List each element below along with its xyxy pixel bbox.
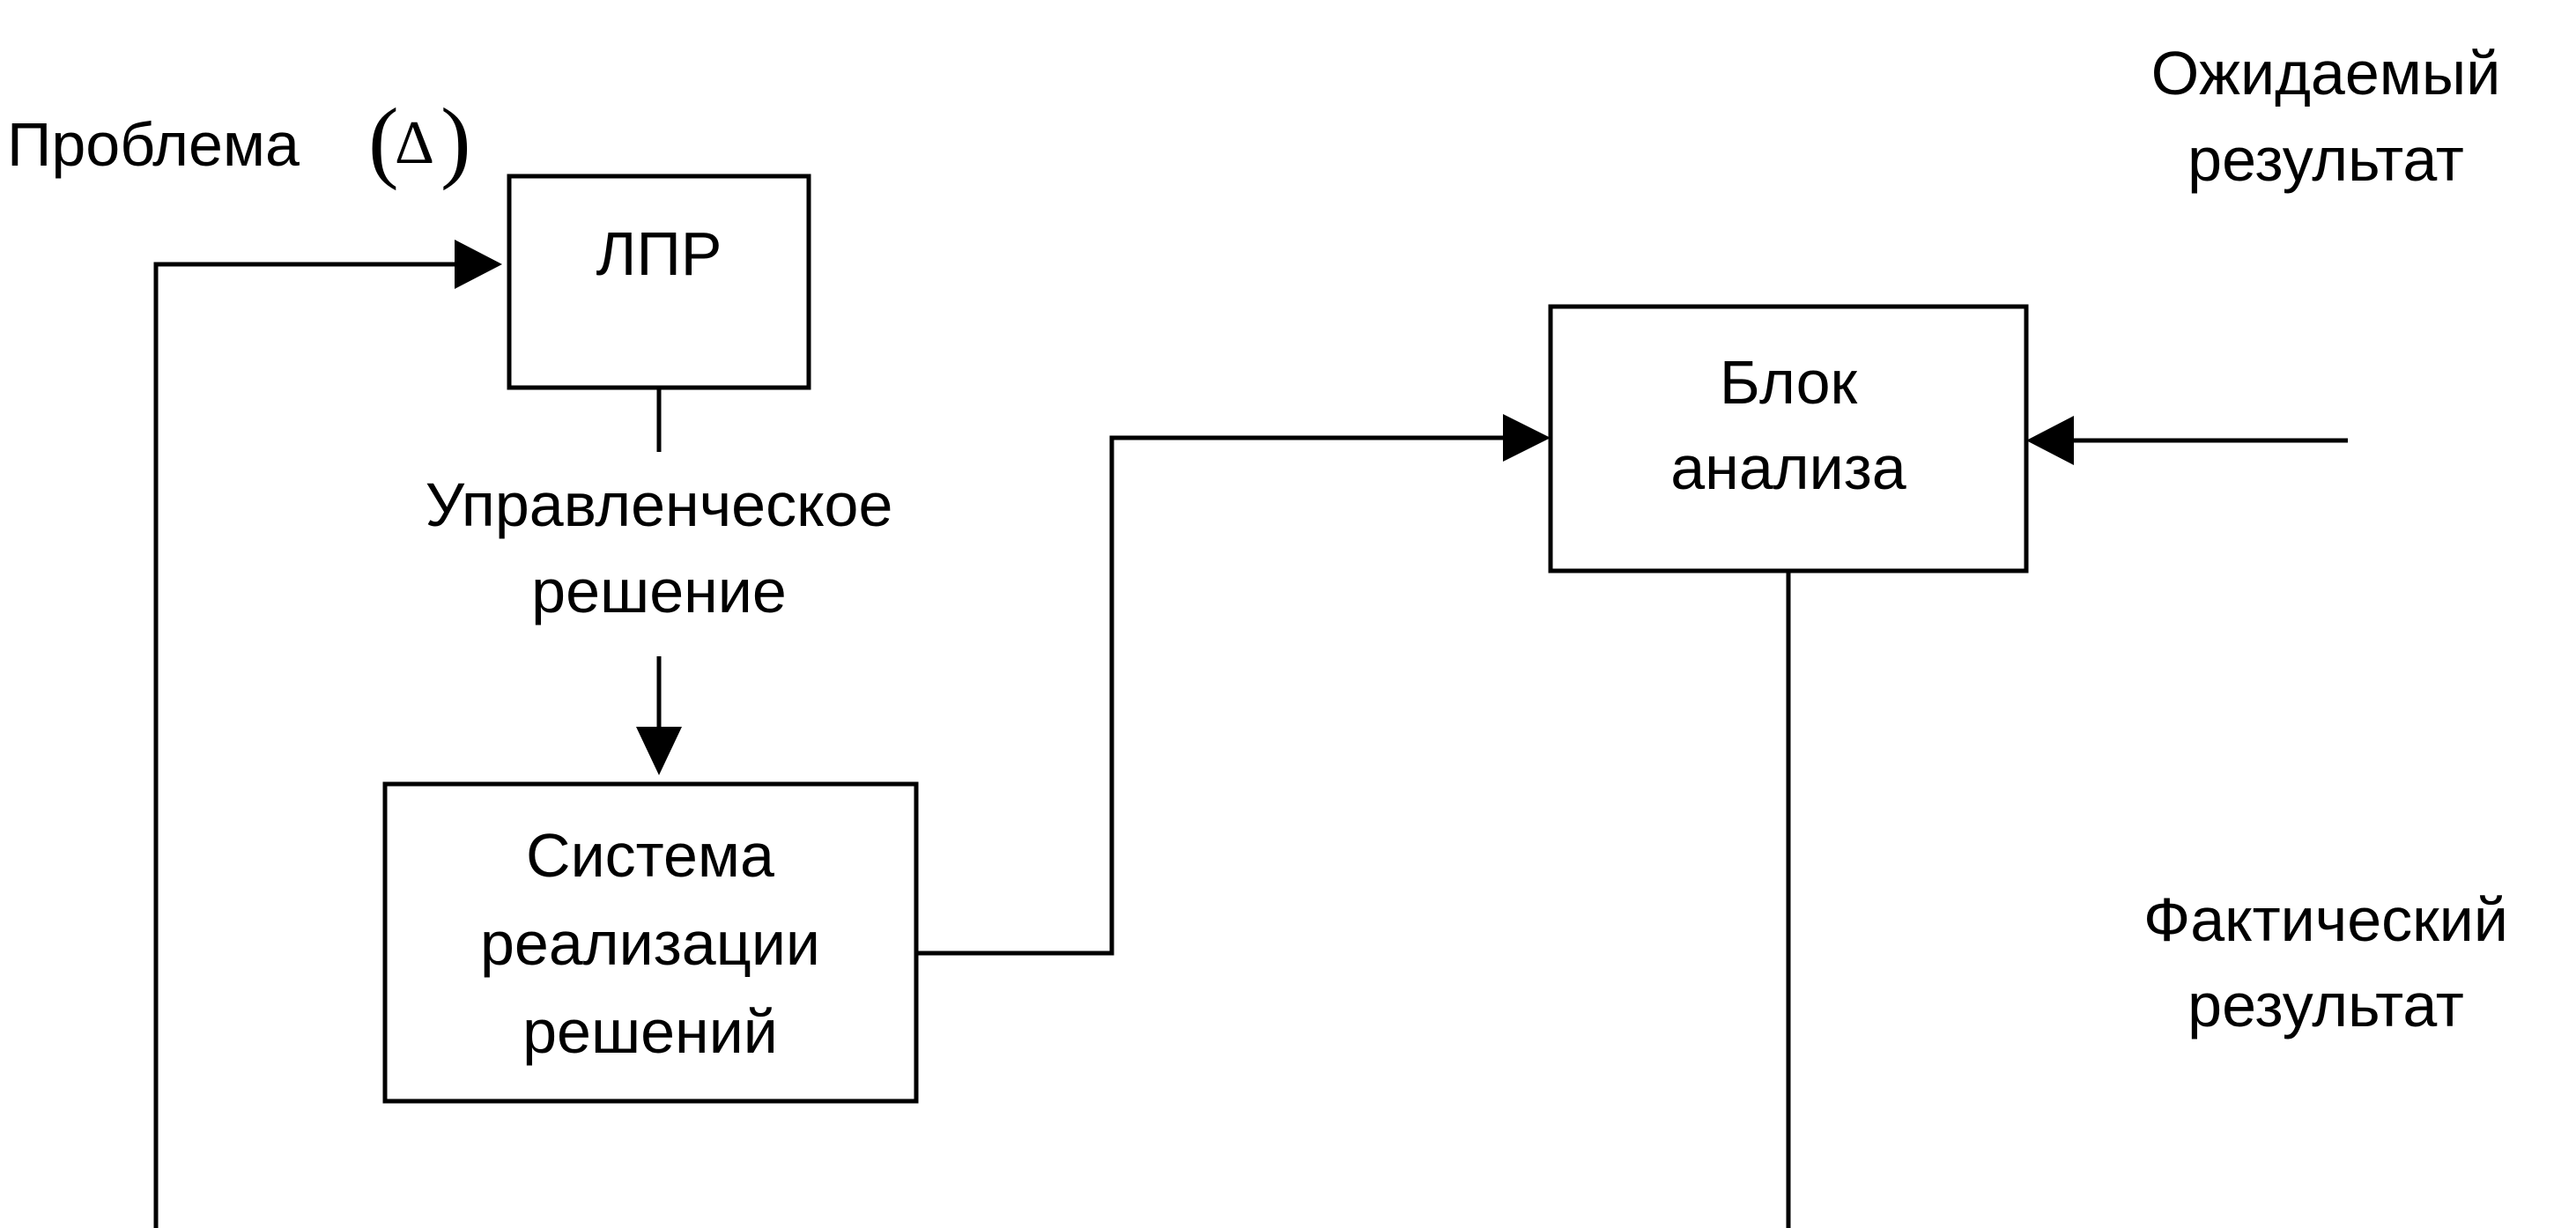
problem-paren-open: ( xyxy=(368,90,399,191)
decision-label-line2: решение xyxy=(531,557,787,625)
analysis-label-line1: Блок xyxy=(1720,348,1858,417)
expected-result-arrowhead xyxy=(2026,416,2074,465)
expected-result-label-line1: Ожидаемый xyxy=(2151,39,2501,107)
implementation-label-line1: Система xyxy=(526,821,774,890)
lpr-box xyxy=(507,174,811,390)
problem-delta-symbol: Δ xyxy=(395,109,434,177)
expected-result-label-line2: результат xyxy=(2187,125,2464,194)
implementation-label-line2: реализации xyxy=(480,909,820,978)
feedback-return-line xyxy=(153,262,458,1228)
problem-label: Проблема xyxy=(7,110,300,179)
system-to-analysis-line xyxy=(916,435,1506,956)
decision-to-system-arrowhead xyxy=(636,727,682,775)
feedback-arrowhead xyxy=(455,240,502,289)
implementation-system-box xyxy=(382,781,919,1104)
lpr-label: ЛПР xyxy=(596,219,722,288)
actual-result-label-line1: Фактический xyxy=(2143,885,2508,954)
analysis-block-box xyxy=(1548,304,2029,573)
system-to-analysis-arrowhead xyxy=(1503,414,1551,462)
analysis-label-line2: анализа xyxy=(1670,433,1906,502)
decision-label-line1: Управленческое xyxy=(426,470,893,539)
implementation-label-line3: решений xyxy=(522,997,778,1066)
problem-paren-close: ) xyxy=(440,90,471,191)
actual-result-label-line2: результат xyxy=(2187,971,2464,1039)
